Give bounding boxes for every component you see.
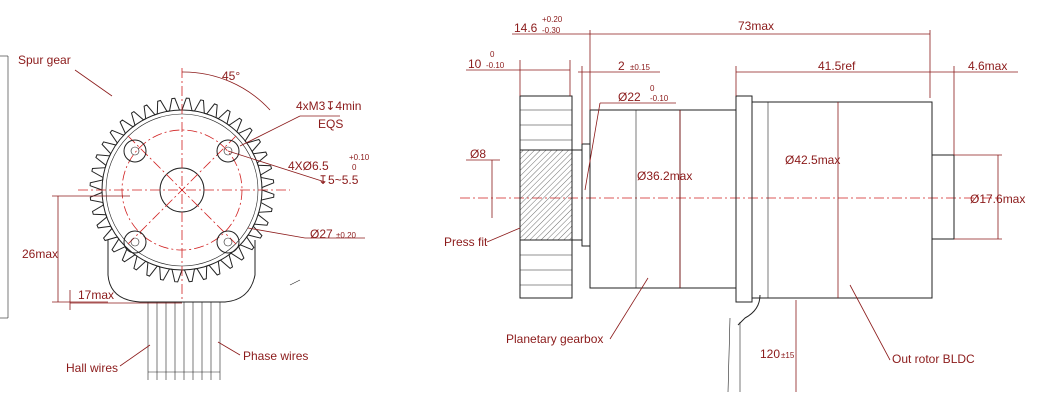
screw-hole-leader bbox=[239, 115, 301, 147]
circle-dia-leader bbox=[247, 227, 306, 239]
gear-side-teeth bbox=[520, 109, 572, 286]
gearbox-leader bbox=[609, 277, 649, 340]
press-fit-label: Press fit bbox=[444, 235, 488, 249]
wire-length-tol: ±15 bbox=[781, 351, 795, 360]
offset-tol-upper: 0 bbox=[490, 50, 495, 59]
end-cap bbox=[931, 154, 955, 240]
spur-gear-label: Spur gear bbox=[18, 53, 71, 67]
gear-width-label: 14.6 bbox=[514, 21, 538, 35]
gearbox-to-flange bbox=[679, 109, 737, 289]
end-cap-label: 4.6max bbox=[968, 59, 1007, 73]
height-label: 26max bbox=[22, 247, 58, 261]
cable bbox=[737, 294, 761, 326]
angle-label: 45° bbox=[222, 69, 240, 83]
motor-dia-label: Ø42.5max bbox=[785, 153, 840, 167]
diag-centerline-2 bbox=[127, 135, 237, 245]
screw-holes-label: 4xM3↧4min bbox=[296, 99, 361, 113]
offset-tol-lower: -0.10 bbox=[486, 61, 505, 70]
gear-width-tol-upper: +0.20 bbox=[542, 15, 563, 24]
overall-length-label: 73max bbox=[738, 19, 774, 33]
pin-holes-label: 4XØ6.5 bbox=[288, 159, 329, 173]
front-view: Spur gear 45° 4xM3↧4min EQS 4XØ6.5 +0.10… bbox=[18, 53, 370, 380]
shaft-dia-label: Ø22 bbox=[618, 90, 641, 104]
gearbox-body bbox=[589, 109, 681, 289]
motor-housing-outline bbox=[107, 240, 256, 303]
pin-hole-leader bbox=[227, 150, 326, 183]
end-dia-label: Ø17.6max bbox=[970, 192, 1025, 206]
pin-dia-label: Ø8 bbox=[470, 147, 486, 161]
motor-flange bbox=[735, 95, 753, 303]
pin-holes-tol-upper: +0.10 bbox=[349, 153, 370, 162]
eqs-label: EQS bbox=[318, 117, 343, 131]
hall-wires-leader bbox=[119, 344, 151, 367]
spur-gear-leader bbox=[74, 69, 113, 97]
output-flange bbox=[581, 143, 591, 247]
pin-depth-label: ↧5~5.5 bbox=[318, 173, 359, 187]
circle-dia-label: Ø27 bbox=[310, 227, 333, 241]
offset-label: 10 bbox=[468, 57, 482, 71]
phase-wires-leader bbox=[217, 341, 241, 356]
side-view: 14.6 +0.20 -0.30 73max 10 0 -0.10 2 ±0.1… bbox=[444, 15, 1025, 393]
width-label: 17max bbox=[78, 288, 114, 302]
motor-length-label: 41.5ref bbox=[818, 59, 856, 73]
wire-bundle bbox=[147, 302, 221, 380]
planetary-gearbox-label: Planetary gearbox bbox=[506, 332, 603, 346]
pin-holes-tol-lower: 0 bbox=[352, 163, 357, 172]
shaft-dia-tol-lower: -0.10 bbox=[650, 94, 669, 103]
press-fit-leader bbox=[486, 227, 521, 243]
angle-arc bbox=[181, 71, 271, 111]
gearbox-dia-label: Ø36.2max bbox=[637, 169, 692, 183]
wire-length-label: 120 bbox=[760, 347, 780, 361]
left-frame-fragment bbox=[0, 55, 9, 319]
gap-tol: ±0.15 bbox=[630, 63, 651, 72]
gear-collar bbox=[571, 149, 583, 241]
gear-hub-section bbox=[519, 149, 573, 241]
rotor-leader bbox=[849, 284, 891, 361]
shaft-dia-tol-upper: 0 bbox=[650, 84, 655, 93]
mounting-holes bbox=[123, 139, 240, 254]
out-rotor-label: Out rotor BLDC bbox=[892, 352, 975, 366]
phase-wires-label: Phase wires bbox=[243, 349, 308, 363]
circle-dia-tol: ±0.20 bbox=[336, 231, 357, 240]
gap-label: 2 bbox=[618, 59, 625, 73]
gear-width-tol-lower: -0.30 bbox=[542, 26, 561, 35]
motor-body bbox=[751, 101, 933, 299]
hall-wires-label: Hall wires bbox=[66, 361, 118, 375]
